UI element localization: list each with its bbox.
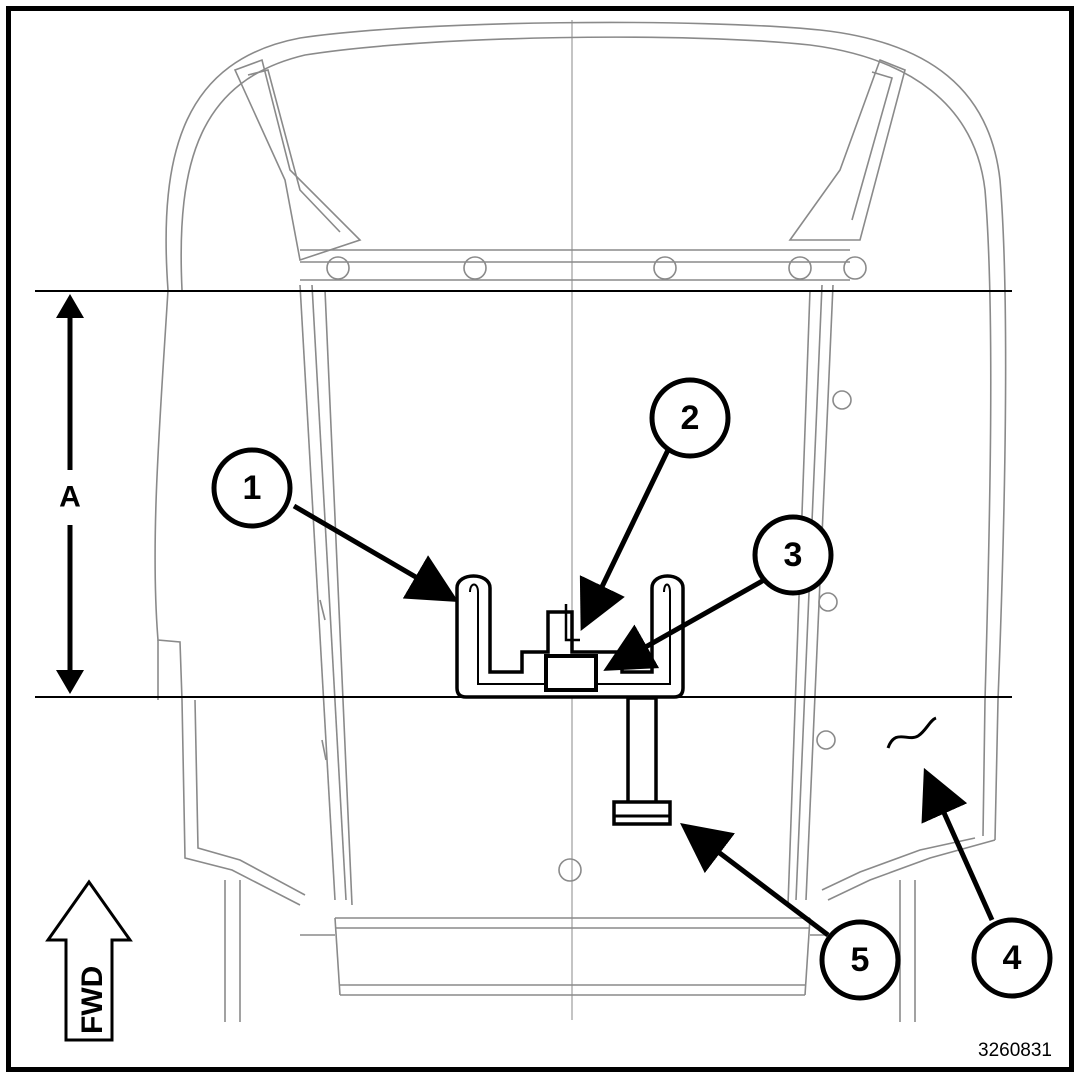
fwd-arrow-icon (45, 879, 133, 1042)
callout-2: 2 (649, 377, 731, 459)
dimension-a-label: A (59, 481, 81, 514)
callout-1: 1 (211, 447, 293, 529)
leader-3 (603, 577, 766, 671)
callout-5: 5 (819, 919, 901, 1001)
fwd-arrow: FWD (45, 879, 133, 1042)
fwd-label: FWD (76, 966, 109, 1034)
leader-2 (579, 448, 671, 632)
callout-1-label: 1 (243, 469, 262, 507)
figure-number: 3260831 (978, 1040, 1052, 1061)
sensor-part-3 (544, 654, 598, 692)
leader-1 (292, 503, 459, 603)
seat-outline (154, 20, 1007, 1022)
leader-lines (292, 448, 995, 937)
callout-3-label: 3 (784, 536, 803, 574)
callout-2-label: 2 (681, 399, 700, 437)
callout-4-label: 4 (1003, 939, 1022, 977)
leader-4 (921, 767, 995, 922)
diagram-frame (6, 6, 1074, 1072)
tab-part-2 (564, 604, 580, 642)
callout-5-label: 5 (851, 941, 870, 979)
bolt-part-5 (612, 696, 672, 826)
callout-4: 4 (971, 917, 1053, 999)
cover-mark-part-4 (886, 716, 937, 749)
leader-5 (680, 822, 830, 937)
callout-3: 3 (752, 514, 834, 596)
dimension-a: A (56, 294, 84, 694)
